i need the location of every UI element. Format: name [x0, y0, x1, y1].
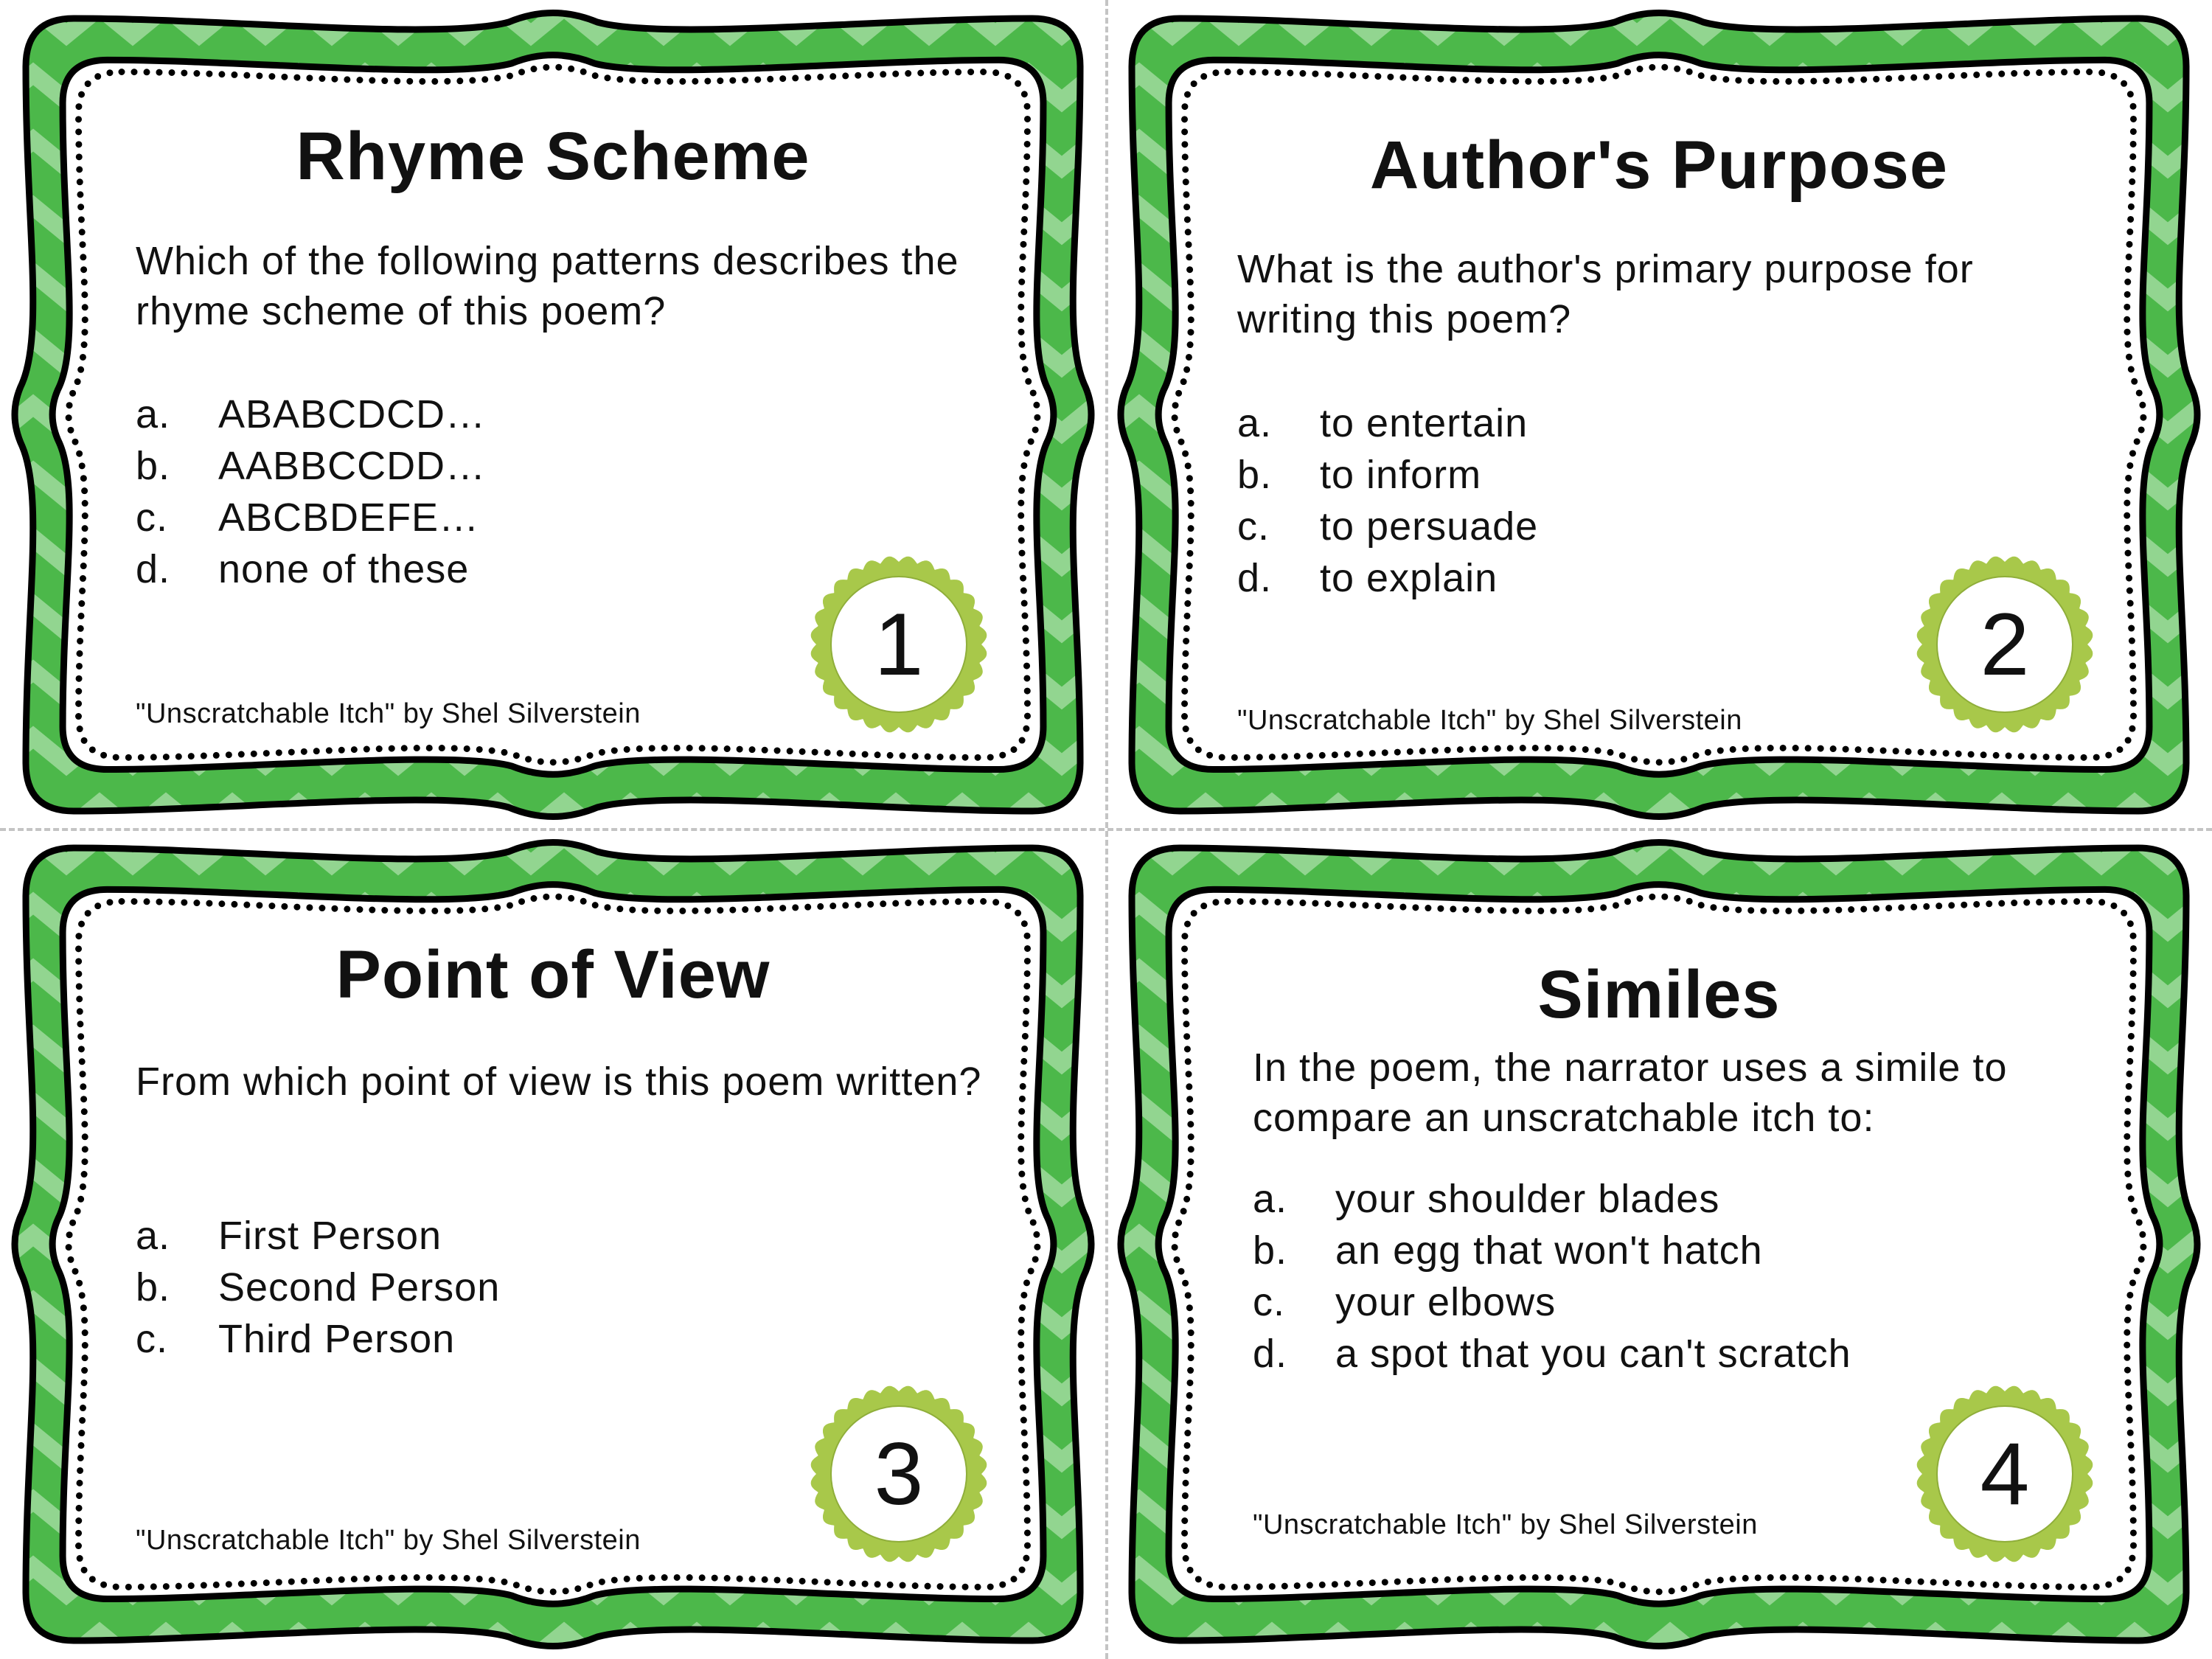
answer-option: b. AABBCCDD… — [136, 440, 486, 492]
question-text: From which point of view is this poem wr… — [136, 1060, 982, 1104]
answer-option: c. to persuade — [1237, 501, 1538, 552]
card-number-badge: 1 — [807, 552, 991, 737]
question-text: In the poem, the narrator uses a simile … — [1253, 1046, 2008, 1140]
option-letter: a. — [136, 392, 171, 437]
question-text: Which of the following patterns describe… — [136, 239, 959, 333]
option-letter: b. — [1253, 1228, 1288, 1273]
option-text: to persuade — [1320, 504, 1539, 549]
answer-option: c. ABCBDEFE… — [136, 492, 486, 543]
card-number-badge: 3 — [807, 1382, 991, 1566]
answer-options: a. First Person b. Second Person c. Third Per… — [136, 1210, 500, 1365]
option-letter: c. — [1237, 504, 1270, 549]
task-card-4: Similes In the poem, the narrator uses a… — [1106, 830, 2212, 1659]
option-letter: b. — [1237, 453, 1273, 497]
answer-option: b. to inform — [1237, 449, 1538, 501]
card-number: 2 — [1980, 595, 2030, 694]
answer-options: a. ABABCDCD… b. AABBCCDD… c. ABCBDEFE… d. none … — [136, 389, 486, 595]
option-letter: c. — [136, 495, 169, 540]
option-letter: b. — [136, 1265, 171, 1310]
option-text: your shoulder blades — [1335, 1177, 1720, 1221]
card-number-badge: 2 — [1913, 552, 2097, 737]
option-text: to inform — [1320, 453, 1482, 497]
answer-option: d. none of these — [136, 543, 486, 595]
option-letter: c. — [136, 1317, 169, 1361]
option-text: ABABCDCD… — [218, 392, 487, 437]
option-letter: d. — [1237, 556, 1273, 600]
option-text: none of these — [218, 547, 470, 591]
task-card-2: Author's Purpose What is the author's pr… — [1106, 0, 2212, 830]
answer-option: a. to entertain — [1237, 397, 1538, 449]
answer-options: a. your shoulder blades b. an egg that won'… — [1253, 1173, 1851, 1380]
poem-credit: "Unscratchable Itch" by Shel Silverstein — [136, 698, 641, 729]
card-number: 1 — [874, 595, 924, 694]
cut-line-horizontal — [0, 828, 2212, 831]
card-number: 3 — [874, 1425, 924, 1523]
poem-credit: "Unscratchable Itch" by Shel Silverstein — [136, 1525, 641, 1556]
option-letter: b. — [136, 444, 171, 488]
option-letter: a. — [1253, 1177, 1288, 1221]
task-card-1: Rhyme Scheme Which of the following patt… — [0, 0, 1106, 830]
option-text: ABCBDEFE… — [218, 495, 480, 540]
answer-option: b. an egg that won't hatch — [1253, 1225, 1851, 1276]
option-text: a spot that you can't scratch — [1335, 1332, 1851, 1376]
scalloped-badge-icon — [1916, 556, 2093, 733]
option-text: your elbows — [1335, 1280, 1557, 1324]
card-title: Author's Purpose — [1369, 128, 1949, 203]
option-letter: d. — [136, 547, 171, 591]
answer-option: c. your elbows — [1253, 1276, 1851, 1328]
question-text: What is the author's primary purpose for… — [1237, 247, 1974, 341]
card-number-badge: 4 — [1913, 1382, 2097, 1566]
answer-option: d. a spot that you can't scratch — [1253, 1328, 1851, 1380]
poem-credit: "Unscratchable Itch" by Shel Silverstein — [1237, 705, 1742, 736]
answer-option: a. your shoulder blades — [1253, 1173, 1851, 1225]
option-text: to explain — [1320, 556, 1498, 600]
card-title: Similes — [1537, 957, 1781, 1032]
option-text: First Person — [218, 1214, 442, 1258]
option-letter: d. — [1253, 1332, 1288, 1376]
card-title: Point of View — [335, 937, 771, 1012]
task-card-3: Point of View From which point of view i… — [0, 830, 1106, 1659]
card-number: 4 — [1980, 1425, 2030, 1523]
answer-option: c. Third Person — [136, 1313, 500, 1365]
answer-option: a. ABABCDCD… — [136, 389, 486, 440]
chevron-frame — [11, 839, 1095, 1649]
option-letter: a. — [1237, 401, 1273, 445]
option-letter: a. — [136, 1214, 171, 1258]
answer-option: d. to explain — [1237, 552, 1538, 604]
scalloped-badge-icon — [1916, 1385, 2093, 1562]
answer-option: a. First Person — [136, 1210, 500, 1262]
option-text: Second Person — [218, 1265, 501, 1310]
option-text: to entertain — [1320, 401, 1528, 445]
scalloped-badge-icon — [810, 556, 987, 733]
poem-credit: "Unscratchable Itch" by Shel Silverstein — [1253, 1509, 1758, 1540]
option-text: Third Person — [218, 1317, 456, 1361]
answer-option: b. Second Person — [136, 1262, 500, 1313]
card-title: Rhyme Scheme — [296, 119, 810, 194]
option-text: an egg that won't hatch — [1335, 1228, 1763, 1273]
scalloped-badge-icon — [810, 1385, 987, 1562]
option-text: AABBCCDD… — [218, 444, 487, 488]
option-letter: c. — [1253, 1280, 1286, 1324]
